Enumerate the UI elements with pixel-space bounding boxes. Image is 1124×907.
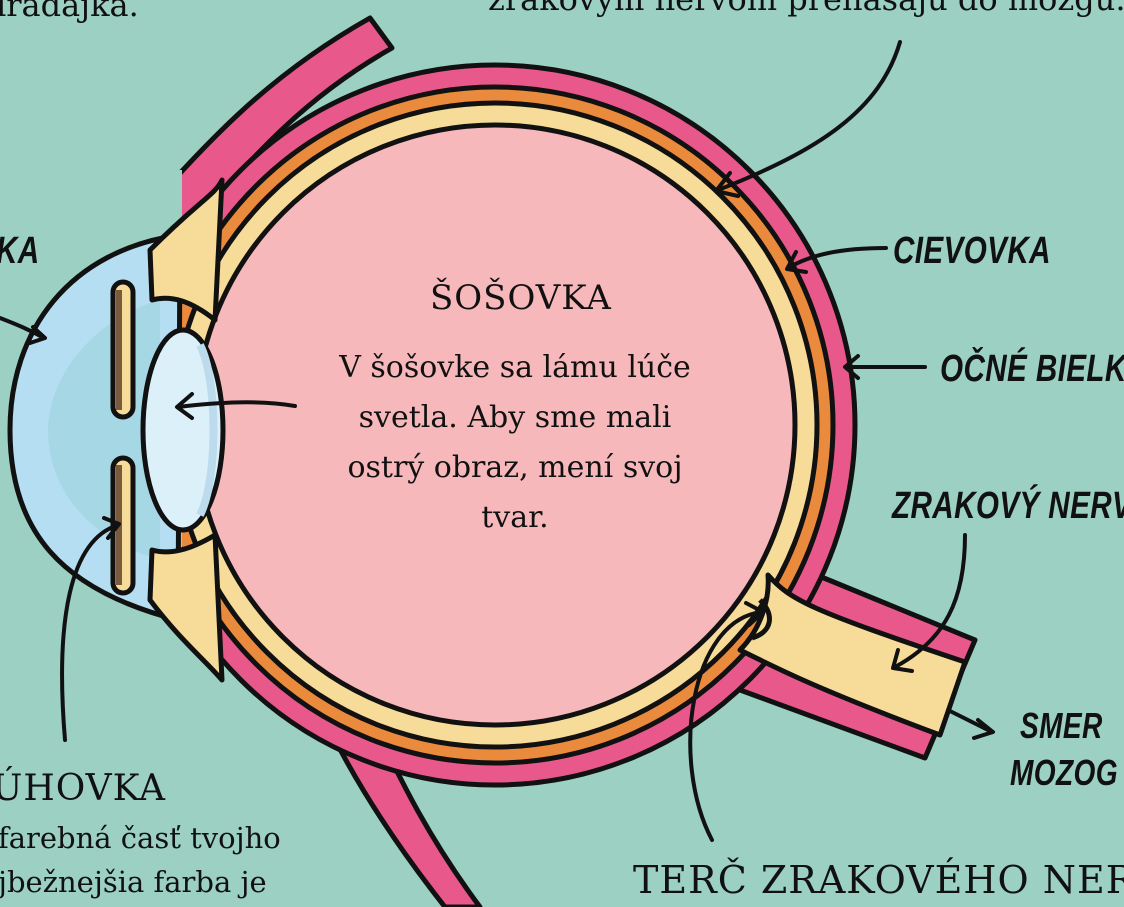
lens [143, 330, 223, 530]
iris-text-line: jbežnejšia farba je [0, 860, 281, 904]
sclera-label: OČNÉ BIELKO [940, 348, 1124, 391]
lens-text-line: V šošovke sa lámu lúče [300, 343, 730, 393]
direction-label-line1: SMER [1020, 705, 1103, 747]
arrow-direction [948, 710, 992, 732]
top-left-fragment: ıradajka. [0, 0, 139, 24]
iris-title: ÚHOVKA [0, 768, 166, 809]
choroid-label: CIEVOVKA [893, 230, 1051, 273]
lens-title: ŠOŠOVKA [430, 278, 612, 318]
left-edge-fragment: KA [0, 230, 40, 273]
iris-text-line: farebná časť tvojho [0, 816, 281, 860]
lens-text-line: svetla. Aby sme mali [300, 393, 730, 443]
direction-label-line2: MOZOG [1010, 752, 1118, 794]
top-right-fragment: zrakovým nervom prenášajú do mozgu. [488, 0, 1124, 18]
lens-text-line: tvar. [300, 493, 730, 543]
optic-nerve-label: ZRAKOVÝ NERV [892, 485, 1124, 528]
optic-disc-label: TERČ ZRAKOVÉHO NERVU [633, 858, 1124, 902]
lens-text-line: ostrý obraz, mení svoj [300, 443, 730, 493]
lens-description: V šošovke sa lámu lúče svetla. Aby sme m… [300, 343, 730, 543]
iris-description: farebná časť tvojho jbežnejšia farba je [0, 816, 281, 904]
